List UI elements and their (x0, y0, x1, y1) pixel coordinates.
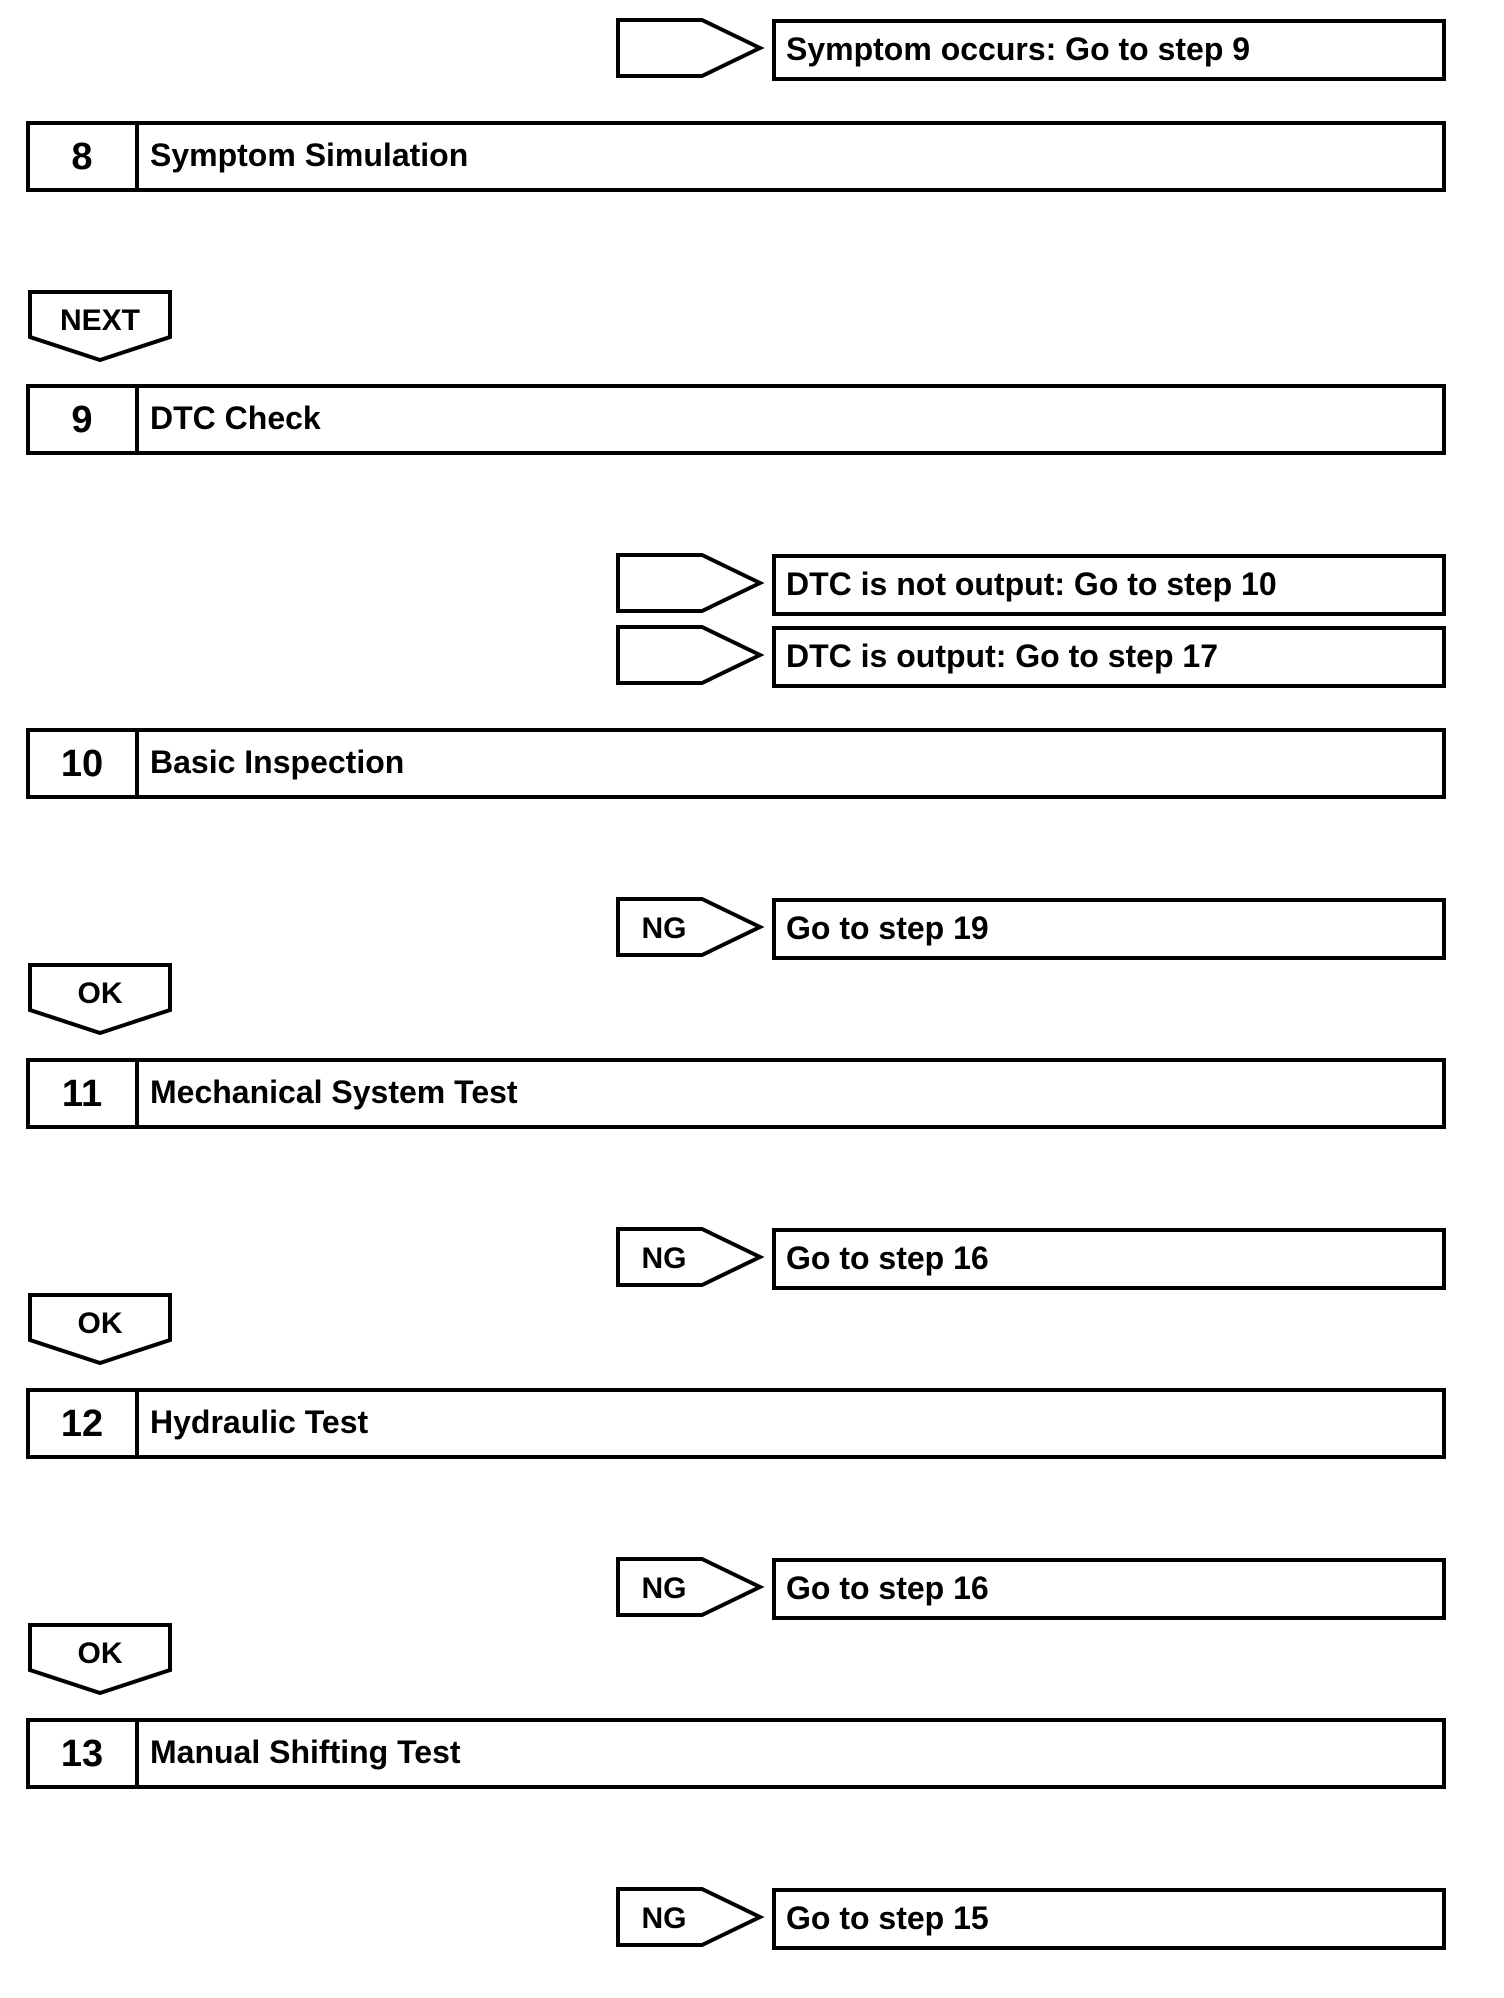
step-11: 11 Mechanical System Test (26, 1058, 1446, 1129)
step-title: Manual Shifting Test (150, 1734, 461, 1770)
step-number: 10 (61, 743, 103, 785)
step-title: DTC Check (150, 400, 321, 436)
branch-dtc-not-output: DTC is not output: Go to step 10 (616, 553, 1446, 616)
step-box (26, 121, 1446, 192)
step-8: 8 Symptom Simulation (26, 121, 1446, 192)
branch-target-text: Go to step 16 (786, 1570, 989, 1606)
step-title: Symptom Simulation (150, 137, 468, 173)
step-title: Hydraulic Test (150, 1404, 368, 1440)
connector-chevron (28, 1293, 172, 1366)
branch-symptom-occurs: Symptom occurs: Go to step 9 (616, 18, 1446, 81)
branch-arrow (616, 18, 765, 78)
branch-ng-step-19: NG Go to step 19 (616, 897, 1446, 960)
branch-arrow-tag: NG (642, 1242, 687, 1275)
branch-target-text: Go to step 15 (786, 1900, 989, 1936)
step-title: Basic Inspection (150, 744, 404, 780)
branch-target-box (772, 19, 1446, 81)
connector-label: OK (78, 1307, 123, 1340)
step-9: 9 DTC Check (26, 384, 1446, 455)
branch-target-box (772, 1228, 1446, 1290)
step-box (26, 728, 1446, 799)
branch-ng-step-16-b: NG Go to step 16 (616, 1557, 1446, 1620)
step-box (26, 1718, 1446, 1789)
branch-target-box (772, 554, 1446, 616)
branch-arrow (616, 1557, 765, 1617)
branch-ng-step-16-a: NG Go to step 16 (616, 1227, 1446, 1290)
step-12: 12 Hydraulic Test (26, 1388, 1446, 1459)
branch-target-text: Go to step 19 (786, 910, 989, 946)
branch-target-box (772, 626, 1446, 688)
branch-arrow (616, 897, 765, 957)
branch-target-text: DTC is not output: Go to step 10 (786, 566, 1277, 602)
step-box (26, 384, 1446, 455)
step-13: 13 Manual Shifting Test (26, 1718, 1446, 1789)
step-box (26, 1058, 1446, 1129)
step-number: 12 (61, 1403, 103, 1445)
branch-target-box (772, 898, 1446, 960)
step-10: 10 Basic Inspection (26, 728, 1446, 799)
branch-target-text: Go to step 16 (786, 1240, 989, 1276)
branch-target-text: DTC is output: Go to step 17 (786, 638, 1218, 674)
connector-ok: OK (28, 1623, 172, 1696)
branch-arrow-tag: NG (642, 1902, 687, 1935)
branch-arrow (616, 1887, 765, 1947)
connector-chevron (28, 963, 172, 1036)
step-title: Mechanical System Test (150, 1074, 518, 1110)
step-box (26, 1388, 1446, 1459)
step-number: 11 (62, 1073, 102, 1115)
connector-label: NEXT (60, 304, 140, 337)
step-number: 13 (61, 1733, 103, 1775)
step-number: 8 (71, 136, 92, 178)
connector-ok: OK (28, 963, 172, 1036)
connector-label: OK (78, 977, 123, 1010)
connector-ok: OK (28, 1293, 172, 1366)
connector-next: NEXT (28, 290, 172, 363)
branch-arrow-tag: NG (642, 912, 687, 945)
branch-arrow (616, 625, 765, 685)
branch-ng-step-15: NG Go to step 15 (616, 1887, 1446, 1950)
connector-label: OK (78, 1637, 123, 1670)
branch-arrow (616, 553, 765, 613)
branch-target-text: Symptom occurs: Go to step 9 (786, 31, 1250, 67)
branch-target-box (772, 1888, 1446, 1950)
branch-target-box (772, 1558, 1446, 1620)
branch-dtc-output: DTC is output: Go to step 17 (616, 625, 1446, 688)
connector-chevron (28, 1623, 172, 1696)
connector-chevron (28, 290, 172, 363)
branch-arrow (616, 1227, 765, 1287)
branch-arrow-tag: NG (642, 1572, 687, 1605)
step-number: 9 (71, 399, 92, 441)
